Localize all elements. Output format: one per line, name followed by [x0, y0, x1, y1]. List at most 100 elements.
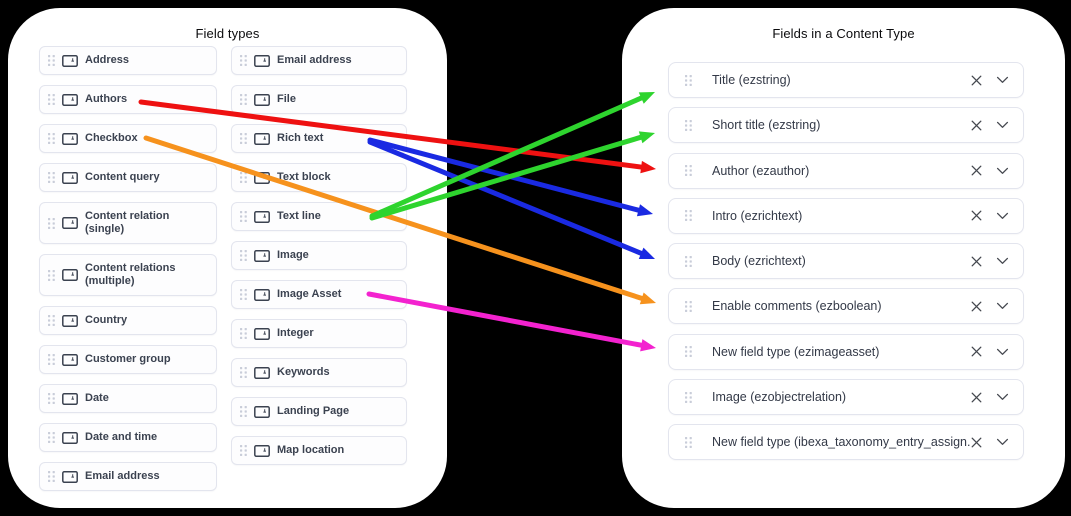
- drag-handle-icon[interactable]: [685, 210, 692, 221]
- field-type-icon: [62, 217, 78, 229]
- field-type-card-text-line[interactable]: Text line: [231, 202, 407, 231]
- drag-handle-icon[interactable]: [48, 94, 55, 105]
- field-type-card-date-and-time[interactable]: Date and time: [39, 423, 217, 452]
- drag-handle-icon[interactable]: [240, 328, 247, 339]
- field-row-new-field-taxonomy[interactable]: New field type (ibexa_taxonomy_entry_ass…: [668, 424, 1024, 461]
- drag-handle-icon[interactable]: [240, 289, 247, 300]
- field-type-label: Customer group: [85, 353, 171, 365]
- remove-field-icon[interactable]: [970, 119, 983, 132]
- drag-handle-icon[interactable]: [240, 55, 247, 66]
- field-type-card-integer[interactable]: Integer: [231, 319, 407, 348]
- field-row-new-field-ezimageasset[interactable]: New field type (ezimageasset): [668, 333, 1024, 370]
- field-type-card-image-asset[interactable]: Image Asset: [231, 280, 407, 309]
- remove-field-icon[interactable]: [970, 345, 983, 358]
- drag-handle-icon[interactable]: [240, 133, 247, 144]
- chevron-down-icon[interactable]: [996, 167, 1009, 175]
- field-row-label: Author (ezauthor): [712, 163, 810, 178]
- field-row-short-title[interactable]: Short title (ezstring): [668, 107, 1024, 144]
- remove-field-icon[interactable]: [970, 209, 983, 222]
- field-row-title[interactable]: Title (ezstring): [668, 62, 1024, 98]
- drag-handle-icon[interactable]: [685, 392, 692, 403]
- field-type-icon: [254, 328, 270, 340]
- chevron-down-icon[interactable]: [996, 121, 1009, 129]
- drag-handle-icon[interactable]: [48, 218, 55, 229]
- remove-field-icon[interactable]: [970, 391, 983, 404]
- chevron-down-icon[interactable]: [996, 76, 1009, 84]
- field-type-card-checkbox[interactable]: Checkbox: [39, 124, 217, 153]
- field-types-panel: Field types Address Authors Checkbox Con…: [8, 8, 447, 508]
- field-row-image[interactable]: Image (ezobjectrelation): [668, 379, 1024, 416]
- drag-handle-icon[interactable]: [48, 55, 55, 66]
- remove-field-icon[interactable]: [970, 300, 983, 313]
- drag-handle-icon[interactable]: [685, 165, 692, 176]
- field-row-intro[interactable]: Intro (ezrichtext): [668, 197, 1024, 234]
- field-type-card-address[interactable]: Address: [39, 46, 217, 75]
- field-type-card-keywords[interactable]: Keywords: [231, 358, 407, 387]
- drag-handle-icon[interactable]: [48, 172, 55, 183]
- field-types-panel-title: Field types: [195, 26, 260, 41]
- content-type-field-list: Title (ezstring) Short title (ezstring) …: [668, 62, 1024, 461]
- drag-handle-icon[interactable]: [240, 211, 247, 222]
- field-type-card-map-location[interactable]: Map location: [231, 436, 407, 465]
- field-type-card-content-relations-multiple[interactable]: Content relations (multiple): [39, 254, 217, 296]
- remove-field-icon[interactable]: [970, 74, 983, 87]
- field-type-card-text-block[interactable]: Text block: [231, 163, 407, 192]
- drag-handle-icon[interactable]: [48, 393, 55, 404]
- drag-handle-icon[interactable]: [48, 270, 55, 281]
- field-type-card-file[interactable]: File: [231, 85, 407, 114]
- field-row-body[interactable]: Body (ezrichtext): [668, 243, 1024, 280]
- chevron-down-icon[interactable]: [996, 438, 1009, 446]
- drag-handle-icon[interactable]: [48, 133, 55, 144]
- drag-handle-icon[interactable]: [685, 346, 692, 357]
- drag-handle-icon[interactable]: [240, 406, 247, 417]
- remove-field-icon[interactable]: [970, 436, 983, 449]
- field-type-label: Content relation (single): [85, 210, 170, 235]
- field-type-card-email-address[interactable]: Email address: [39, 462, 217, 491]
- field-row-label: New field type (ezimageasset): [712, 344, 880, 359]
- field-row-enable-comments[interactable]: Enable comments (ezboolean): [668, 288, 1024, 325]
- field-type-card-landing-page[interactable]: Landing Page: [231, 397, 407, 426]
- chevron-down-icon[interactable]: [996, 393, 1009, 401]
- field-row-label: Body (ezrichtext): [712, 254, 806, 269]
- field-type-card-customer-group[interactable]: Customer group: [39, 345, 217, 374]
- drag-handle-icon[interactable]: [240, 367, 247, 378]
- chevron-down-icon[interactable]: [996, 257, 1009, 265]
- drag-handle-icon[interactable]: [48, 354, 55, 365]
- drag-handle-icon[interactable]: [240, 250, 247, 261]
- drag-handle-icon[interactable]: [685, 301, 692, 312]
- drag-handle-icon[interactable]: [240, 172, 247, 183]
- remove-field-icon[interactable]: [970, 164, 983, 177]
- drag-handle-icon[interactable]: [685, 437, 692, 448]
- field-type-card-image[interactable]: Image: [231, 241, 407, 270]
- drag-handle-icon[interactable]: [685, 256, 692, 267]
- field-type-card-email-address-2[interactable]: Email address: [231, 46, 407, 75]
- field-row-author[interactable]: Author (ezauthor): [668, 152, 1024, 189]
- field-row-label: Title (ezstring): [712, 73, 791, 87]
- field-type-card-country[interactable]: Country: [39, 306, 217, 335]
- chevron-down-icon[interactable]: [996, 212, 1009, 220]
- field-type-label: Authors: [85, 93, 128, 105]
- drag-handle-icon[interactable]: [48, 315, 55, 326]
- drag-handle-icon[interactable]: [685, 120, 692, 131]
- drag-handle-icon[interactable]: [48, 432, 55, 443]
- field-type-label: Rich text: [277, 132, 324, 144]
- field-type-label: Content relations (multiple): [85, 262, 176, 287]
- field-type-icon: [254, 55, 270, 67]
- field-type-card-date[interactable]: Date: [39, 384, 217, 413]
- field-type-card-content-query[interactable]: Content query: [39, 163, 217, 192]
- field-type-icon: [254, 172, 270, 184]
- remove-field-icon[interactable]: [970, 255, 983, 268]
- field-type-card-authors[interactable]: Authors: [39, 85, 217, 114]
- drag-handle-icon[interactable]: [240, 445, 247, 456]
- row-actions: [970, 164, 1009, 177]
- drag-handle-icon[interactable]: [240, 94, 247, 105]
- chevron-down-icon[interactable]: [996, 348, 1009, 356]
- drag-handle-icon[interactable]: [48, 471, 55, 482]
- field-type-label: Date: [85, 392, 109, 404]
- drag-handle-icon[interactable]: [685, 75, 692, 86]
- field-row-label: Image (ezobjectrelation): [712, 390, 847, 405]
- chevron-down-icon[interactable]: [996, 302, 1009, 310]
- field-type-card-content-relation-single[interactable]: Content relation (single): [39, 202, 217, 244]
- field-type-icon: [62, 315, 78, 327]
- field-type-card-rich-text[interactable]: Rich text: [231, 124, 407, 153]
